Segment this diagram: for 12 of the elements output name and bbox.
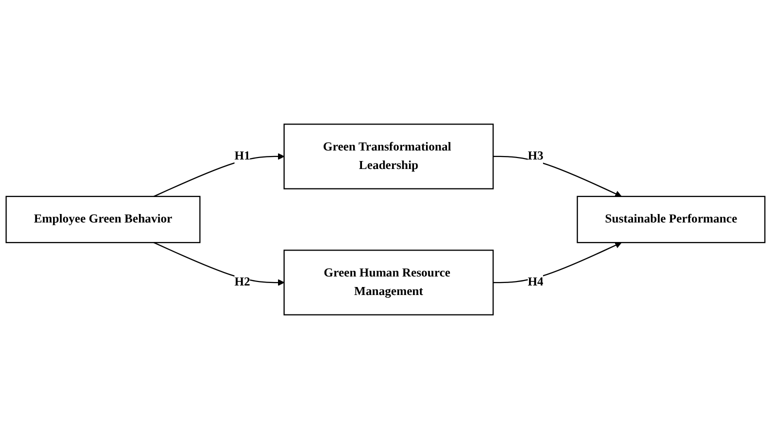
arrow (154, 153, 284, 197)
edge-label: H3 (528, 150, 544, 163)
edge-label: H2 (234, 276, 250, 289)
edge-label: H4 (528, 276, 544, 289)
node-box: Sustainable Performance (576, 196, 766, 244)
edge-label: H1 (234, 150, 250, 163)
node-box: Green Transformational Leadership (284, 124, 494, 190)
arrow (493, 156, 622, 197)
arrow (493, 242, 622, 284)
node-box: Green Human Resource Management (284, 250, 494, 316)
node-box: Employee Green Behavior (6, 196, 200, 244)
arrow (154, 242, 284, 286)
